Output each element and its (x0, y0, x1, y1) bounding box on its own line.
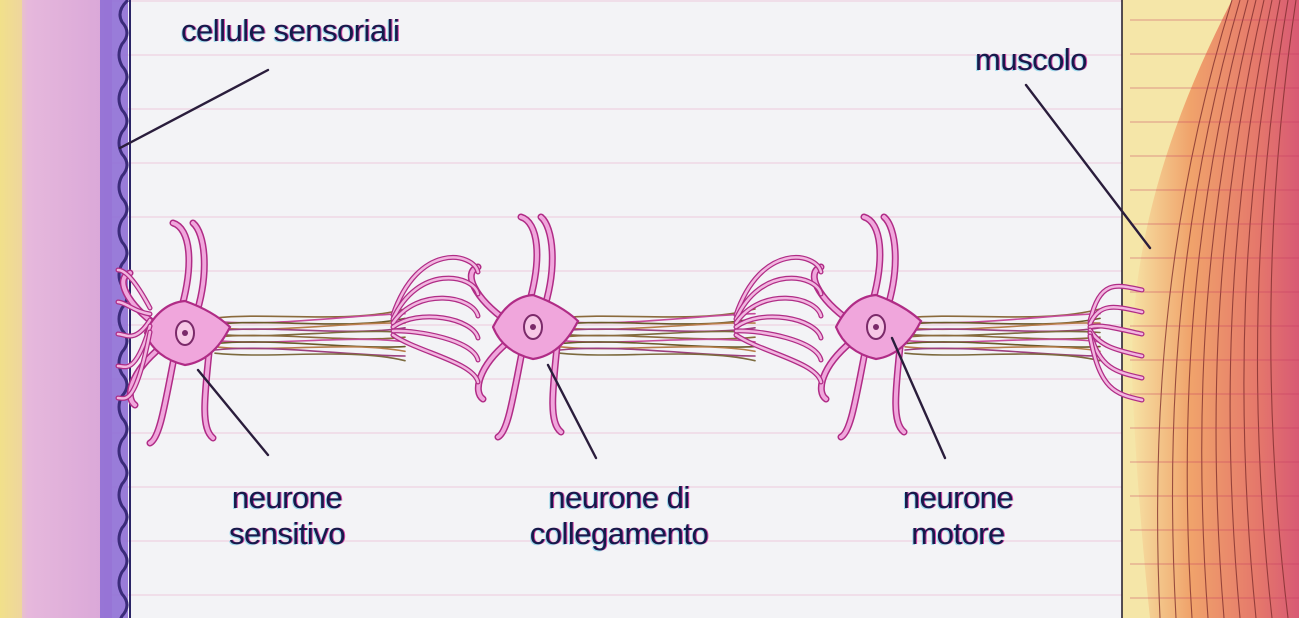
label-muscle: muscolo (975, 42, 1087, 78)
muscle-tissue (1122, 0, 1299, 618)
label-interneuron-line1: neurone di (528, 480, 710, 516)
label-sensory-neuron: neurone sensitivo (212, 480, 362, 552)
label-sensory-cells: cellule sensoriali (181, 13, 399, 49)
label-sensory-neuron-line2: sensitivo (212, 516, 362, 552)
label-sensory-neuron-line1: neurone (212, 480, 362, 516)
label-motor-neuron-line1: neurone (893, 480, 1023, 516)
skin-tissue (0, 0, 130, 618)
label-interneuron-line2: collegamento (528, 516, 710, 552)
label-motor-neuron-line2: motore (893, 516, 1023, 552)
label-motor-neuron: neurone motore (893, 480, 1023, 552)
label-interneuron: neurone di collegamento (528, 480, 710, 552)
